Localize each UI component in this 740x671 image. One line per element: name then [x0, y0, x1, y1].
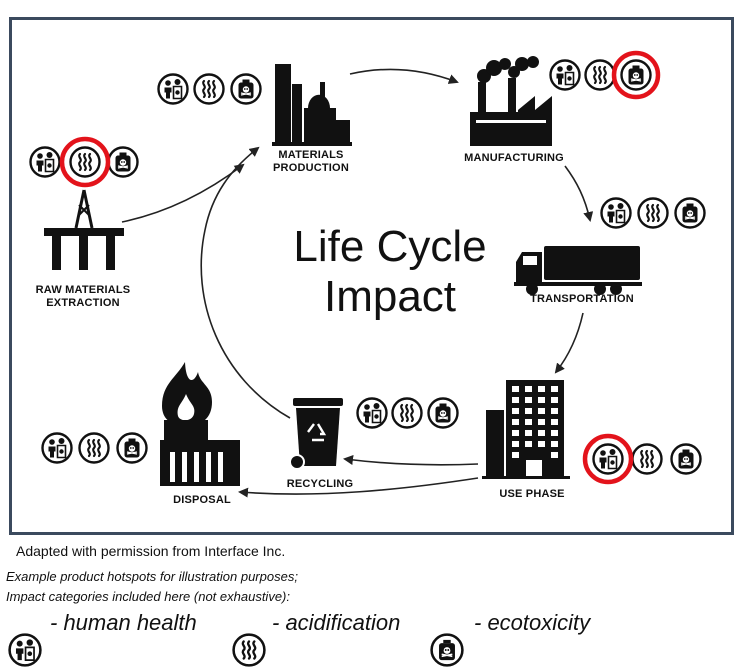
arrow-use-to-disposal	[238, 477, 479, 498]
stage-label-recycling: RECYCLING	[286, 478, 354, 490]
building-window	[538, 430, 545, 436]
ecotoxicity-icon	[427, 397, 459, 429]
human-health-icon	[157, 73, 189, 105]
impact-icons-recycling	[356, 397, 459, 429]
building-window	[551, 386, 558, 392]
impact-icons-raw-materials	[29, 146, 139, 178]
human-health-icon	[592, 443, 624, 475]
impact-icons-use-phase	[592, 443, 702, 475]
legend-acidification-icon	[232, 633, 266, 667]
building-window	[512, 441, 519, 447]
impact-icons-transportation	[600, 197, 706, 229]
acidification-icon	[631, 443, 663, 475]
building-window	[551, 397, 558, 403]
acidification-icon	[637, 197, 669, 229]
building-window	[525, 441, 532, 447]
building-window	[512, 430, 519, 436]
disposal-icon	[160, 362, 240, 486]
building-window	[512, 419, 519, 425]
manufacturing-icon	[470, 56, 552, 146]
arrow-manufacturing-to-transportation	[564, 165, 594, 222]
building-window	[525, 386, 532, 392]
arrow-transportation-to-use	[554, 312, 584, 374]
life-cycle-diagram	[29, 50, 706, 498]
building-window	[512, 386, 519, 392]
stage-label-use-phase: USE PHASE	[499, 488, 565, 500]
oil-derrick-icon	[44, 189, 124, 270]
acidification-icon	[193, 73, 225, 105]
legend-human-health-icon	[8, 633, 42, 667]
human-health-icon	[549, 59, 581, 91]
arrow-production-to-manufacturing	[349, 68, 459, 84]
human-health-icon	[600, 197, 632, 229]
building-window	[512, 397, 519, 403]
building-window	[538, 408, 545, 414]
legend-label-ecotoxicity: - ecotoxicity	[474, 610, 591, 635]
ecotoxicity-icon	[674, 197, 706, 229]
recycling-bin-icon	[289, 398, 343, 470]
legend-label-human-health: - human health	[50, 610, 197, 635]
building-window	[538, 441, 545, 447]
credit-text: Adapted with permission from Interface I…	[16, 543, 286, 559]
ecotoxicity-icon	[116, 432, 148, 464]
hotspot-ring-raw-materials	[59, 136, 111, 188]
building-icon	[482, 380, 570, 479]
building-window	[525, 408, 532, 414]
stage-label-disposal: DISPOSAL	[173, 494, 231, 506]
acidification-icon	[584, 59, 616, 91]
legend-label-acidification: - acidification	[272, 610, 401, 635]
cycle-arrows	[121, 68, 594, 498]
hotspot-rings	[59, 50, 661, 485]
building-window	[512, 452, 519, 458]
arrow-raw-to-production	[121, 163, 245, 223]
building-window	[538, 397, 545, 403]
building-window	[512, 408, 519, 414]
building-window	[551, 430, 558, 436]
stage-label-raw-materials: RAW MATERIALS EXTRACTION	[35, 284, 131, 309]
human-health-icon	[356, 397, 388, 429]
building-window	[551, 452, 558, 458]
note-line-2: Impact categories included here (not exh…	[6, 589, 290, 604]
building-window	[551, 408, 558, 414]
building-window	[538, 419, 545, 425]
human-health-icon	[41, 432, 73, 464]
impact-icons-disposal	[41, 432, 148, 464]
impact-icons-manufacturing	[549, 59, 652, 91]
ecotoxicity-icon	[620, 59, 652, 91]
building-window	[551, 419, 558, 425]
stage-label-transportation: TRANSPORTATION	[530, 293, 634, 305]
building-window	[551, 441, 558, 447]
building-window	[525, 430, 532, 436]
stage-label-materials-production: MATERIALS PRODUCTION	[273, 149, 349, 174]
building-window	[538, 386, 545, 392]
arrow-use-to-recycling	[343, 455, 479, 466]
acidification-icon	[78, 432, 110, 464]
note-line-1: Example product hotspots for illustratio…	[6, 569, 298, 584]
acidification-icon	[69, 146, 101, 178]
hotspot-ring-manufacturing	[611, 50, 661, 100]
ecotoxicity-icon	[670, 443, 702, 475]
arrow-recycling-to-production	[200, 146, 291, 419]
impact-icons-materials-production	[157, 73, 262, 105]
truck-icon	[514, 246, 642, 295]
ecotoxicity-icon	[107, 146, 139, 178]
materials-production-icon	[272, 64, 352, 146]
legend-ecotoxicity-icon	[430, 633, 464, 667]
hotspot-ring-use-phase	[582, 433, 634, 485]
building-window	[525, 419, 532, 425]
acidification-icon	[391, 397, 423, 429]
building-window	[525, 397, 532, 403]
ecotoxicity-icon	[230, 73, 262, 105]
stage-label-manufacturing: MANUFACTURING	[464, 152, 564, 164]
human-health-icon	[29, 146, 61, 178]
